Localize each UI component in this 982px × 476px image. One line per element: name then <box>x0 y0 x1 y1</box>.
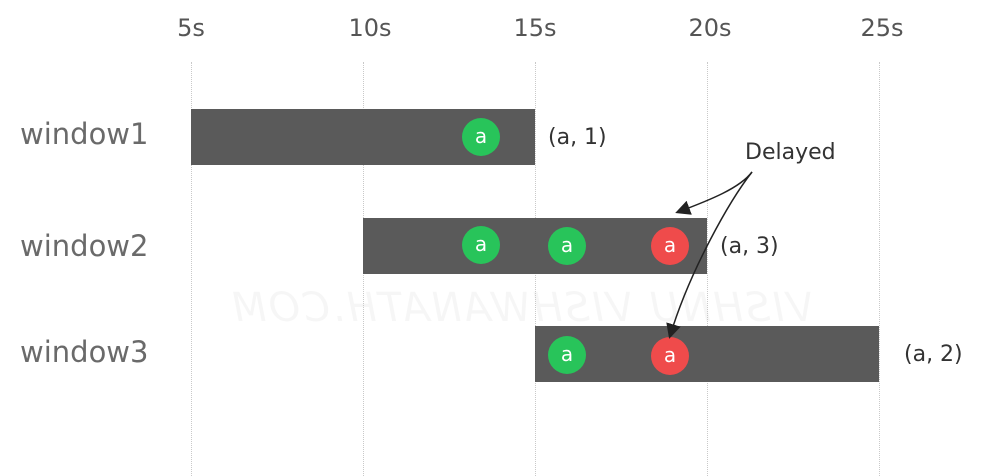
tick-label-10s: 10s <box>348 14 392 42</box>
window2-event-delayed: a <box>651 227 689 265</box>
window1-label: window1 <box>20 117 149 151</box>
arrow-to-window2-delayed <box>675 171 753 215</box>
window2-result: (a, 3) <box>720 234 779 259</box>
window2-label: window2 <box>20 229 149 263</box>
window2-bar <box>363 218 707 274</box>
window3-label: window3 <box>20 335 149 369</box>
tick-label-25s: 25s <box>860 14 904 42</box>
tick-label-20s: 20s <box>688 14 732 42</box>
window1-event-on-time: a <box>462 118 500 156</box>
window2-event-on-time-1: a <box>462 226 500 264</box>
gridline-20s <box>707 62 708 476</box>
window3-event-delayed: a <box>651 337 689 375</box>
window2-event-on-time-2: a <box>548 227 586 265</box>
arrow-to-window3-delayed <box>666 171 753 339</box>
tick-label-5s: 5s <box>177 14 205 42</box>
window3-event-on-time: a <box>548 336 586 374</box>
window1-result: (a, 1) <box>548 125 607 150</box>
window3-bar <box>535 326 879 382</box>
window3-result: (a, 2) <box>904 342 963 367</box>
tick-label-15s: 15s <box>513 14 557 42</box>
gridline-25s <box>879 62 880 476</box>
delayed-annotation-label: Delayed <box>745 140 836 165</box>
gridline-5s <box>191 62 192 476</box>
